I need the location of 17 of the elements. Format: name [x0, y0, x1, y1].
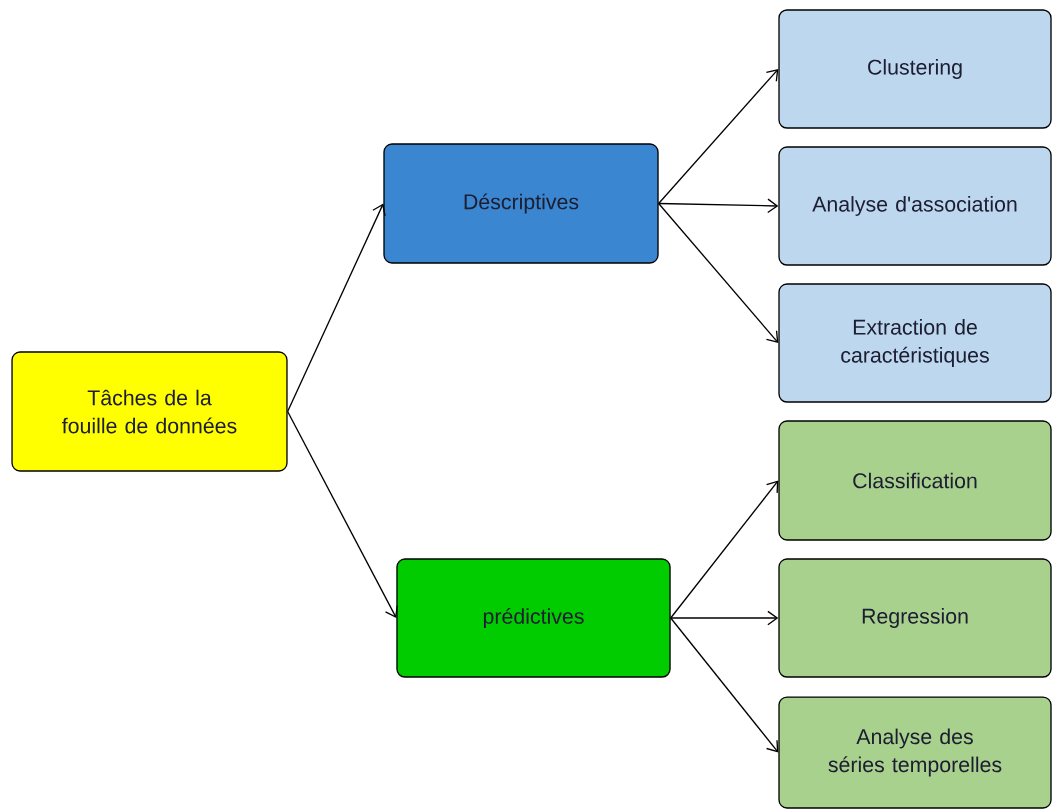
arrow [658, 69, 779, 205]
task-box: Regression [778, 558, 1052, 678]
root-box: Tâches de la fouille de données [11, 351, 288, 472]
category-box: Déscriptives [383, 143, 659, 264]
task-box: Extraction de caractéristiques [778, 283, 1052, 403]
arrow [658, 202, 779, 343]
arrow [286, 203, 386, 413]
category-box: prédictives [396, 558, 671, 678]
arrow [286, 410, 398, 618]
arrow [670, 610, 779, 626]
task-box: Clustering [778, 9, 1052, 129]
arrow [670, 617, 779, 753]
arrow [658, 198, 779, 214]
task-box: Classification [778, 420, 1052, 541]
arrow [670, 480, 779, 619]
task-box: Analyse d'association [778, 146, 1052, 266]
task-box: Analyse des séries temporelles [778, 696, 1052, 809]
